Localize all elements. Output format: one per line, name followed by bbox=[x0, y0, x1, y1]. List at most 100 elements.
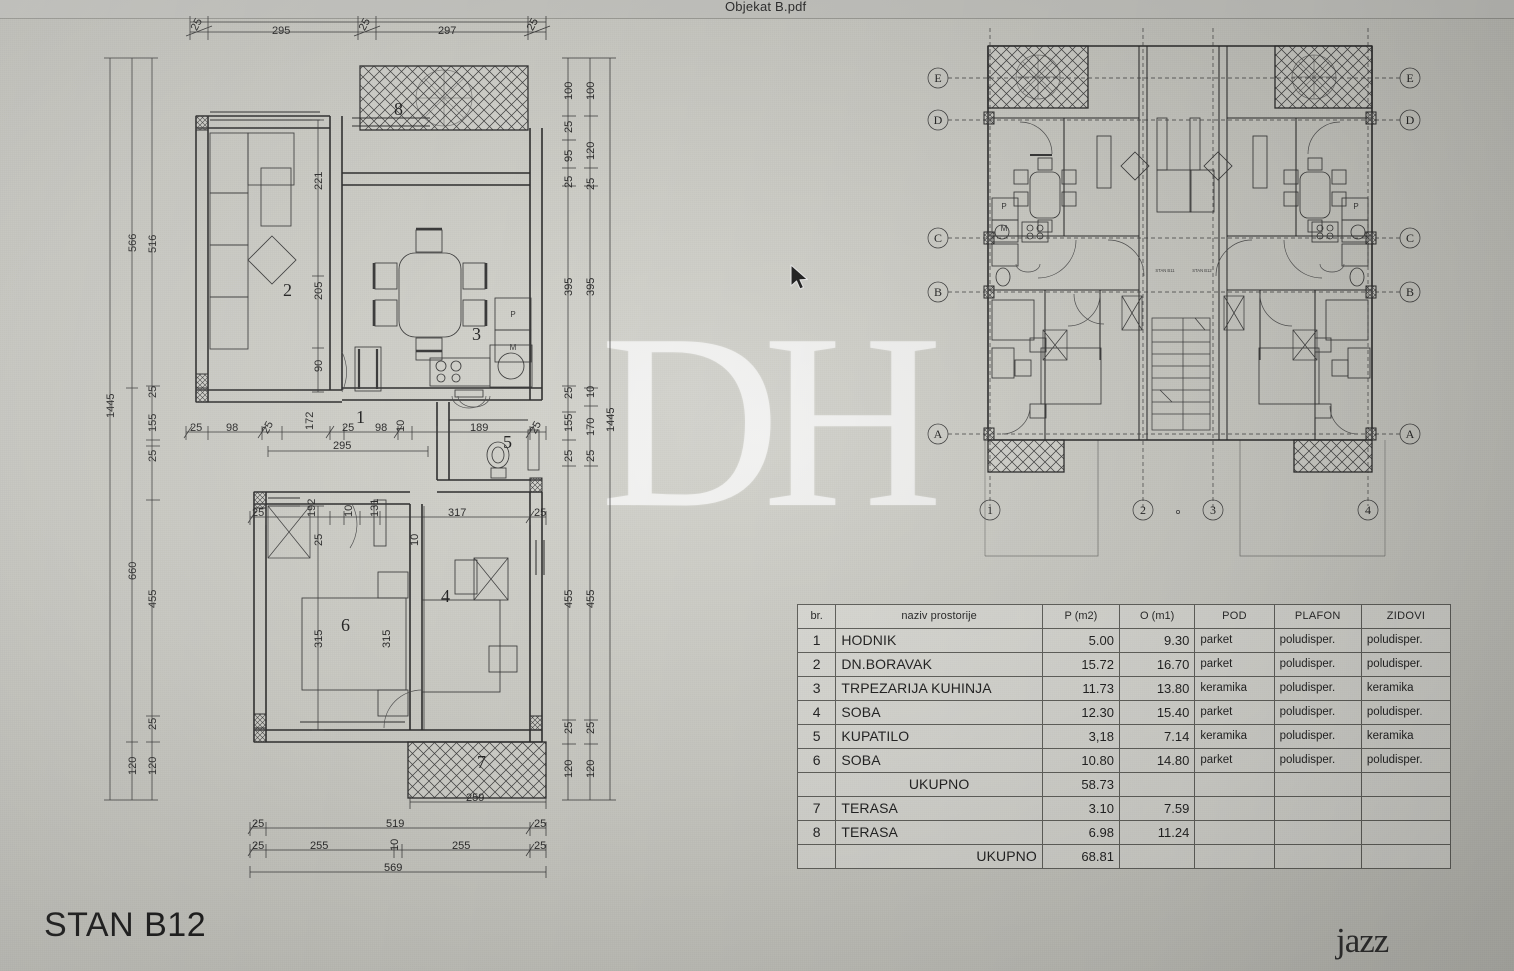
cell-pod: parket bbox=[1194, 652, 1275, 677]
lp-dim-mid-10: 10 bbox=[395, 420, 407, 432]
rp-furniture-dining-right bbox=[1283, 157, 1347, 233]
lp-dim-r2-25c: 25 bbox=[585, 722, 597, 734]
lp-dim-top bbox=[185, 16, 551, 40]
rp-bathroom-fixtures bbox=[995, 263, 1365, 287]
cell-br: 4 bbox=[796, 700, 837, 725]
rp-unit-label-b11: STAN B11 bbox=[1155, 268, 1175, 273]
cell-zidovi: poludisper. bbox=[1360, 652, 1452, 677]
cell-name: KUPATILO bbox=[835, 724, 1043, 749]
cell-name: DN.BORAVAK bbox=[835, 652, 1043, 677]
cell-pod: keramika bbox=[1194, 724, 1275, 749]
cell-o: 9.30 bbox=[1118, 628, 1196, 653]
cell-p: 15.72 bbox=[1041, 652, 1120, 677]
lp-dim-right-100: 100 bbox=[563, 82, 575, 100]
lp-terrace-7 bbox=[407, 741, 547, 799]
lp-dim-bottom bbox=[247, 796, 547, 878]
rp-appliance-p-right: P bbox=[1353, 202, 1358, 211]
cell-p: 3.10 bbox=[1041, 796, 1120, 821]
table-row: 6 SOBA 10.80 14.80 parket poludisper. po… bbox=[796, 748, 1452, 773]
lp-dim-left bbox=[104, 57, 160, 801]
lp-dim-mid-row bbox=[183, 425, 547, 440]
lp-dim-bot-255b: 255 bbox=[452, 840, 470, 852]
cell-br: 1 bbox=[796, 628, 837, 653]
cell-br: 8 bbox=[796, 820, 837, 845]
lp-dim-left-120b: 120 bbox=[147, 757, 159, 775]
cell-plafon bbox=[1273, 820, 1362, 845]
cell-plafon: poludisper. bbox=[1273, 700, 1362, 725]
lp-dim-left-516: 516 bbox=[147, 235, 159, 253]
lp-dim-r2-120: 120 bbox=[585, 142, 597, 160]
rp-grid-B: B bbox=[934, 285, 942, 299]
lp-dim-m2-10: 10 bbox=[343, 505, 355, 517]
cell-o: 14.80 bbox=[1118, 748, 1196, 773]
lp-dim-mid-172: 172 bbox=[304, 412, 316, 430]
lp-dim-10-mid: 10 bbox=[409, 534, 421, 546]
lp-windows-upper bbox=[210, 111, 430, 127]
lp-room-number-8: 8 bbox=[394, 99, 403, 119]
cell-zidovi: keramika bbox=[1360, 676, 1452, 701]
cell-subtotal-p: 58.73 bbox=[1041, 772, 1120, 797]
cell-subtotal-zidovi bbox=[1360, 772, 1452, 797]
lp-dim-bot-255a: 255 bbox=[310, 840, 328, 852]
lp-dim-221: 221 bbox=[313, 172, 325, 190]
lp-room-number-7: 7 bbox=[477, 752, 486, 772]
lp-furniture-room6 bbox=[301, 571, 409, 717]
lp-walls-kitchen bbox=[342, 128, 543, 401]
lp-room-number-4: 4 bbox=[441, 586, 450, 606]
lp-dim-r2-100: 100 bbox=[585, 82, 597, 100]
th-name: naziv prostorije bbox=[835, 604, 1043, 629]
cell-subtotal-plafon bbox=[1273, 772, 1362, 797]
lp-dim-m2-317: 317 bbox=[448, 507, 466, 519]
cell-o: 7.14 bbox=[1118, 724, 1196, 749]
lp-furniture-room4 bbox=[421, 557, 518, 693]
cell-name: SOBA bbox=[835, 748, 1043, 773]
lp-dim-315b: 315 bbox=[381, 630, 393, 648]
lp-dim-mid-row2 bbox=[247, 510, 547, 525]
lp-dim-right-395: 395 bbox=[563, 278, 575, 296]
cell-o: 7.59 bbox=[1118, 796, 1196, 821]
cell-br-empty2 bbox=[796, 844, 837, 869]
lp-dim-bot-259: 259 bbox=[466, 792, 484, 804]
lp-dim-top-4: 25 bbox=[525, 16, 541, 32]
rp-grid-B-r: B bbox=[1406, 285, 1414, 299]
lp-dim-m2-131: 131 bbox=[369, 499, 381, 517]
cell-pod: parket bbox=[1194, 748, 1275, 773]
rp-grid-A-r: A bbox=[1406, 427, 1415, 441]
rp-grid-A: A bbox=[934, 427, 943, 441]
lp-entry-door bbox=[354, 346, 382, 392]
rp-grid-E-r: E bbox=[1406, 71, 1413, 85]
lp-dim-bot-569: 569 bbox=[384, 862, 402, 874]
th-o: O (m1) bbox=[1118, 604, 1196, 629]
lp-dim-right-25e: 25 bbox=[563, 722, 575, 734]
cell-name: TRPEZARIJA KUHINJA bbox=[835, 676, 1043, 701]
lp-dim-right bbox=[562, 57, 616, 801]
cell-name: SOBA bbox=[835, 700, 1043, 725]
cell-subtotal-o bbox=[1118, 772, 1196, 797]
rp-terrace-br bbox=[1293, 439, 1373, 473]
lp-dim-r2-25a: 25 bbox=[585, 178, 597, 190]
lp-dim-r2-10: 10 bbox=[585, 386, 597, 398]
th-zidovi: ZIDOVI bbox=[1360, 604, 1452, 629]
rp-furniture-dining-left bbox=[1013, 154, 1077, 233]
lp-dim-left-25c: 25 bbox=[147, 718, 159, 730]
lp-dim-right-455: 455 bbox=[563, 590, 575, 608]
rp-grid-E: E bbox=[934, 71, 941, 85]
cell-name: TERASA bbox=[835, 820, 1043, 845]
lp-dim-mid-189: 189 bbox=[470, 422, 488, 434]
document-title: Objekat B.pdf bbox=[725, 0, 807, 14]
lp-dim-mid-98b: 98 bbox=[375, 422, 387, 434]
lp-dim-right-25a: 25 bbox=[563, 121, 575, 133]
cell-br: 5 bbox=[796, 724, 837, 749]
lp-dim-left-566: 566 bbox=[127, 234, 139, 252]
cell-total-plafon bbox=[1273, 844, 1362, 869]
lp-bathroom-5 bbox=[436, 395, 542, 493]
rp-grid-3: 3 bbox=[1210, 503, 1216, 517]
lp-dim-top-0: 25 bbox=[189, 16, 205, 32]
cell-p: 6.98 bbox=[1041, 820, 1120, 845]
rp-column-markers bbox=[983, 111, 1377, 441]
jazz-logo: jazz bbox=[1336, 921, 1389, 960]
lp-dim-bot-25a: 25 bbox=[252, 818, 264, 830]
cell-p: 10.80 bbox=[1041, 748, 1120, 773]
cell-total-zidovi bbox=[1360, 844, 1452, 869]
rp-grid-numbers: 1 2 3 4 bbox=[979, 499, 1379, 521]
